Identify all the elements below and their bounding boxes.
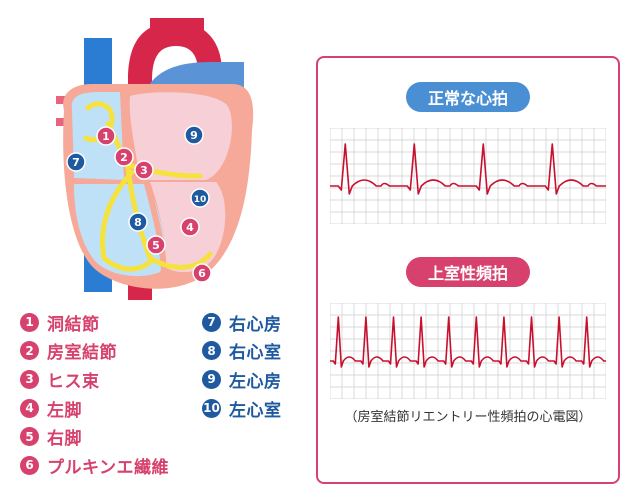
heart-marker-circle: [190, 188, 210, 208]
legend-label: 右心室: [229, 343, 282, 364]
heart-marker-number: 9: [190, 129, 198, 142]
heart-marker-circle: [146, 235, 166, 255]
legend-badge: 9: [202, 369, 221, 389]
heart-marker-circle: [128, 212, 148, 232]
heart-marker-circle: [134, 160, 154, 180]
legend-label: 左脚: [47, 400, 82, 421]
svt-ecg-strip: [330, 303, 606, 399]
legend-badge: 10: [202, 398, 221, 418]
legend-label: 右心房: [229, 314, 282, 335]
legend-item-left-ventricle: 10 左心室: [202, 394, 282, 423]
legend-label: 左心室: [229, 400, 282, 421]
legend-item-purkinje: 6 プルキンエ繊維: [20, 451, 169, 480]
normal-ecg-strip: [330, 128, 606, 224]
legend-item-right-bundle: 5 右脚: [20, 422, 169, 451]
right-ventricle: [74, 184, 165, 277]
heart-marker-7: 7: [66, 152, 86, 172]
heart-marker-10: 10: [190, 188, 210, 208]
heart-marker-9: 9: [184, 125, 204, 145]
heart-marker-number: 8: [134, 216, 142, 229]
heart-marker-circle: [180, 217, 200, 237]
heart-diagram: 123 4 5 6 7 8 9 10: [56, 18, 254, 300]
legend-label: 右脚: [47, 429, 82, 450]
legend-badge: 6: [20, 455, 39, 475]
heart-marker-number: 1: [102, 130, 110, 143]
legend-item-left-atrium: 9 左心房: [202, 365, 282, 394]
svt-ecg-trace: [330, 316, 606, 368]
legend-item-right-ventricle: 8 右心室: [202, 337, 282, 366]
heart-marker-number: 6: [198, 267, 206, 280]
heart-marker-4: 4: [180, 217, 200, 237]
heart-marker-circle: [192, 263, 212, 283]
aorta-top: [150, 18, 204, 38]
normal-ecg-grid: [330, 128, 606, 224]
legend-label: 房室結節: [47, 343, 117, 364]
heart-marker-circle: [96, 126, 116, 146]
heart-marker-number: 7: [72, 156, 80, 169]
legend-badge: 8: [202, 341, 221, 361]
legend-conduction: 1 洞結節 2 房室結節 3 ヒス束 4 左脚 5 右脚 6 プルキンエ繊維: [20, 308, 169, 480]
septum: [143, 179, 167, 271]
legend-badge: 5: [20, 427, 39, 447]
heart-marker-number: 10: [194, 195, 207, 205]
heart-marker-3: 3: [134, 160, 154, 180]
legend-label: 洞結節: [47, 314, 100, 335]
heart-marker-number: 4: [186, 221, 194, 234]
heart-marker-1: 1: [96, 126, 116, 146]
svt-ecg-grid: [330, 303, 606, 399]
legend-label: ヒス束: [47, 371, 100, 392]
legend-badge: 7: [202, 312, 221, 332]
legend-label: 左心房: [229, 371, 282, 392]
heart-marker-circle: [66, 152, 86, 172]
legend-item-av-node: 2 房室結節: [20, 337, 169, 366]
ecg-panel: 正常な心拍 上室性頻拍 （房室結節リエントリー性頻拍の心電図）: [316, 56, 620, 484]
heart-marker-circle: [114, 147, 134, 167]
heart-marker-8: 8: [128, 212, 148, 232]
left-atrium: [129, 92, 232, 180]
heart-markers: 123 4 5 6 7 8 9 10: [66, 125, 212, 283]
svt-title: 上室性頻拍: [405, 257, 531, 287]
legend-item-his-bundle: 3 ヒス束: [20, 365, 169, 394]
legend-badge: 4: [20, 398, 39, 418]
legend-item-right-atrium: 7 右心房: [202, 308, 282, 337]
heart-marker-number: 2: [120, 151, 128, 164]
heart-marker-5: 5: [146, 235, 166, 255]
legend-badge: 1: [20, 312, 39, 332]
legend-item-sinus-node: 1 洞結節: [20, 308, 169, 337]
heart-marker-circle: [184, 125, 204, 145]
normal-rhythm-title: 正常な心拍: [405, 82, 531, 112]
legend-label: プルキンエ繊維: [47, 457, 169, 478]
legend-chambers: 7 右心房 8 右心室 9 左心房 10 左心室: [202, 308, 282, 422]
legend-badge: 3: [20, 369, 39, 389]
normal-ecg-trace: [330, 143, 606, 195]
ecg-caption: （房室結節リエントリー性頻拍の心電図）: [344, 410, 592, 425]
heart-marker-number: 3: [140, 164, 148, 177]
heart-marker-6: 6: [192, 263, 212, 283]
heart-marker-number: 5: [152, 239, 160, 252]
legend-item-left-bundle: 4 左脚: [20, 394, 169, 423]
heart-marker-2: 2: [114, 147, 134, 167]
conduction-system: [83, 101, 213, 272]
legend-badge: 2: [20, 341, 39, 361]
